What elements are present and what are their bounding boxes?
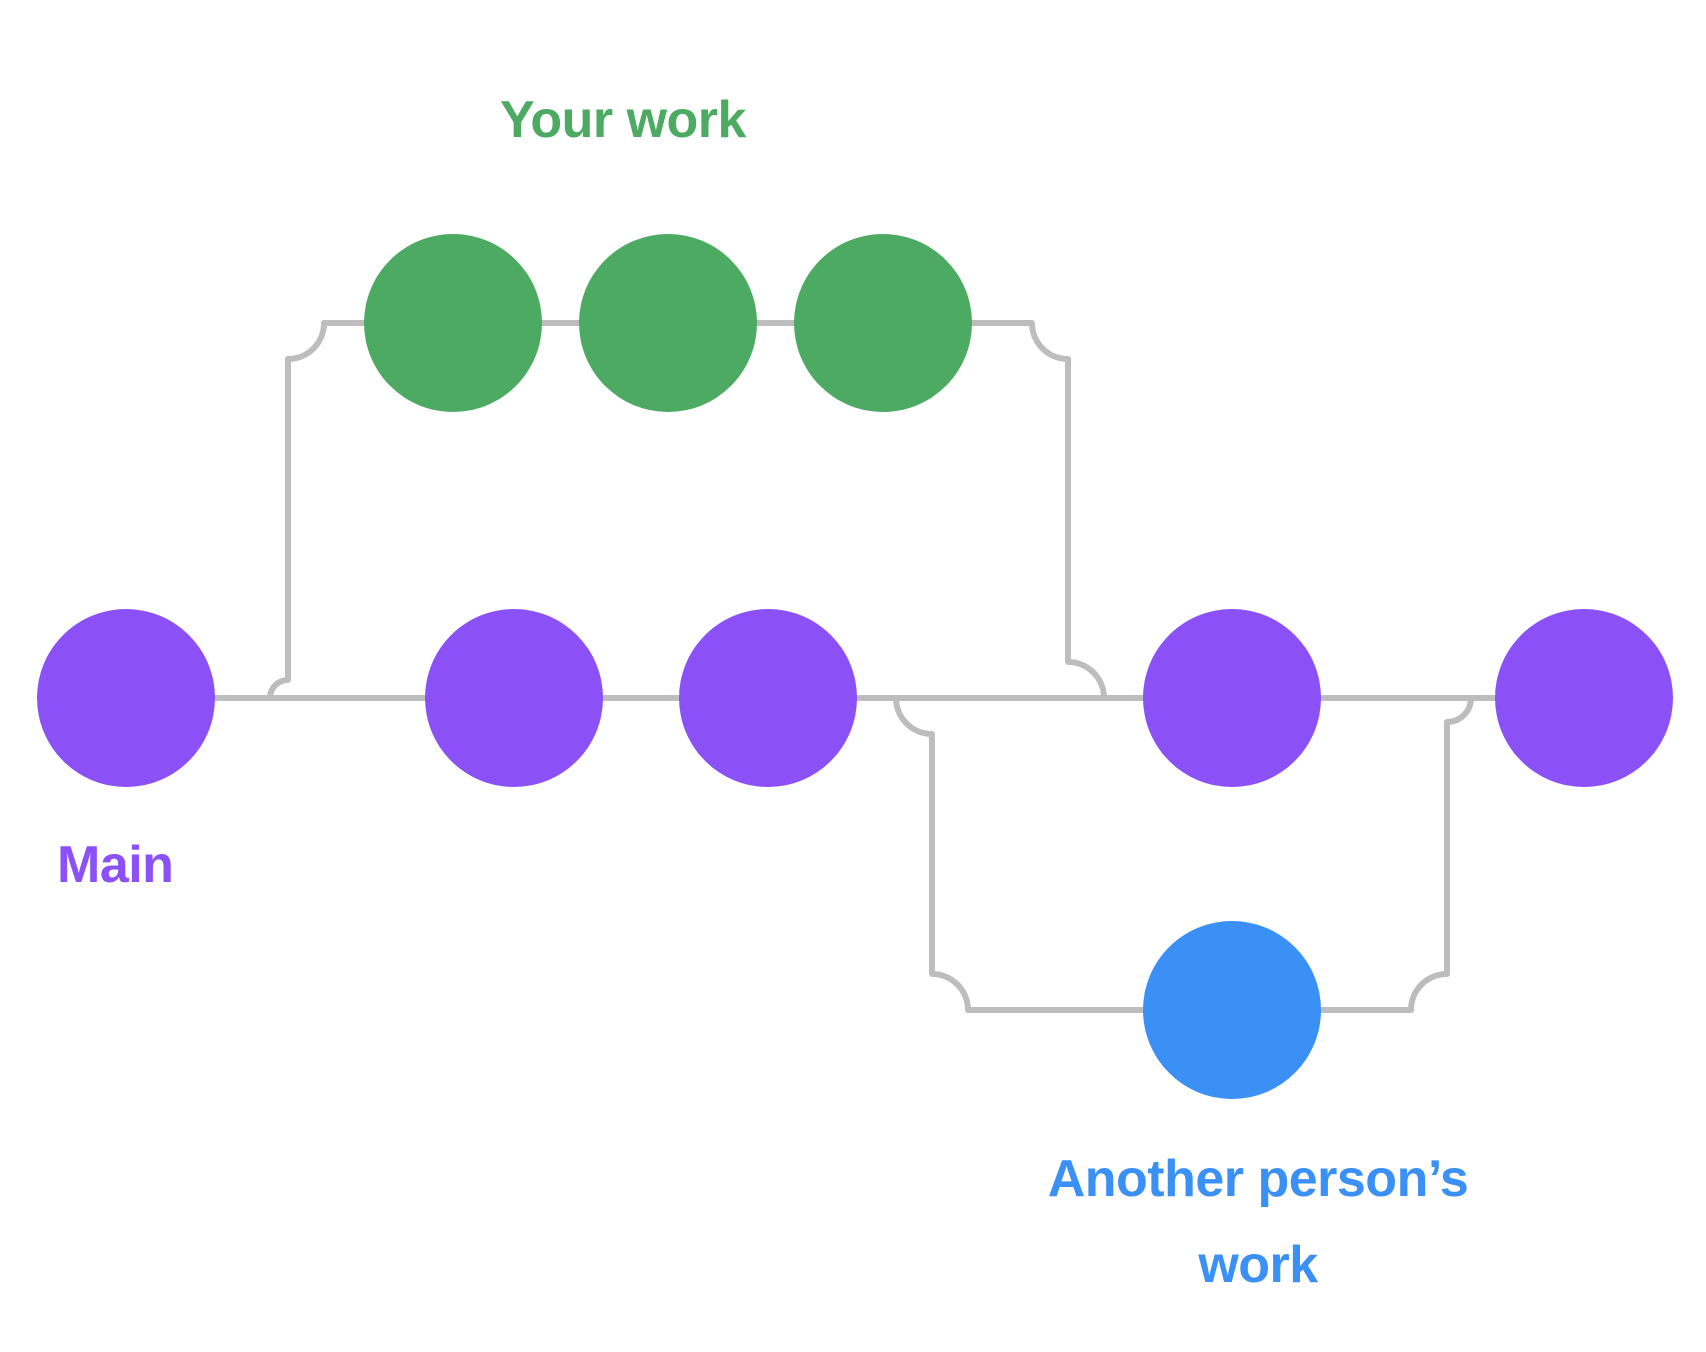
merge-your-work-into-main <box>969 320 1146 701</box>
connector-lines-group <box>212 320 1498 1013</box>
branch-label-another-person-line1: Another person’s <box>1048 1150 1469 1208</box>
commit-node-another-person-commit-1[interactable] <box>1143 921 1321 1099</box>
commit-node-main-commit-1[interactable] <box>37 609 215 787</box>
branch-off-main-to-another-person <box>854 695 1146 1013</box>
branch-label-main: Main <box>57 836 173 894</box>
commit-nodes-group <box>37 234 1673 1099</box>
merge-another-person-into-main <box>1318 695 1498 1013</box>
branch-off-main-to-your-work <box>249 320 367 701</box>
commit-node-main-commit-2[interactable] <box>425 609 603 787</box>
commit-node-your-work-commit-1[interactable] <box>364 234 542 412</box>
commit-node-your-work-commit-3[interactable] <box>794 234 972 412</box>
branch-label-your-work: Your work <box>500 91 746 149</box>
branch-labels-group: Your work Main Another person’s work <box>57 91 1469 1294</box>
commit-node-main-commit-3[interactable] <box>679 609 857 787</box>
commit-node-your-work-commit-2[interactable] <box>579 234 757 412</box>
commit-node-main-merge-commit-blue[interactable] <box>1495 609 1673 787</box>
branch-label-another-person-line2: work <box>1197 1236 1318 1294</box>
commit-node-main-merge-commit-green[interactable] <box>1143 609 1321 787</box>
